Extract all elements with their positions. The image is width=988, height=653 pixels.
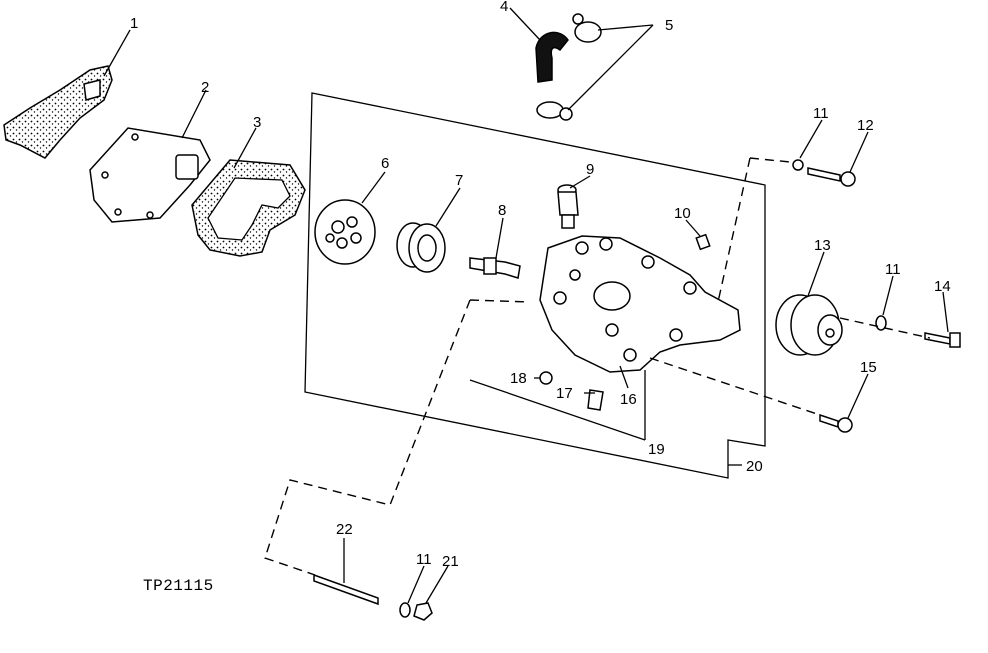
part-4-hose <box>535 31 569 83</box>
part-11-washer <box>875 315 887 331</box>
dashed-assembly-lines <box>264 157 931 576</box>
part-3-gasket <box>191 159 306 257</box>
part-22-stud <box>313 573 379 606</box>
callout-9: 9 <box>586 161 594 178</box>
part-18-plug <box>539 371 553 385</box>
callout-11a: 11 <box>813 105 829 122</box>
part-2-plate <box>89 127 211 223</box>
part-11-washer <box>792 159 804 171</box>
part-1-gasket <box>3 65 113 159</box>
figure-code: TP21115 <box>143 577 214 595</box>
callout-21: 21 <box>442 553 459 570</box>
part-11-washer <box>399 602 411 618</box>
callout-11c: 11 <box>416 551 432 568</box>
callout-13: 13 <box>814 237 831 254</box>
callout-16: 16 <box>620 391 637 408</box>
callout-12: 12 <box>857 117 874 134</box>
callout-14: 14 <box>934 278 951 295</box>
part-8-shaft <box>469 257 521 279</box>
callout-1: 1 <box>130 15 138 32</box>
callout-6: 6 <box>381 155 389 172</box>
part-7-seal <box>396 222 446 273</box>
callout-5: 5 <box>665 17 673 34</box>
part-10-plug <box>695 233 711 251</box>
part-13-pulley <box>775 294 843 356</box>
callout-15: 15 <box>860 359 877 376</box>
part-6-impeller <box>314 199 376 265</box>
callout-10: 10 <box>674 205 691 222</box>
part-5-clamps <box>536 13 602 121</box>
callout-4: 4 <box>500 0 508 15</box>
part-15-bolt <box>819 413 853 433</box>
callout-labels: 1 2 3 4 5 6 7 8 9 10 11 12 13 11 14 15 1… <box>130 0 951 570</box>
part-17-stud <box>587 389 604 411</box>
part-14-bolt <box>924 332 961 348</box>
callout-8: 8 <box>498 202 506 219</box>
part-9-fitting <box>557 184 579 229</box>
callout-2: 2 <box>201 79 209 96</box>
callout-3: 3 <box>253 114 261 131</box>
callout-7: 7 <box>455 172 463 189</box>
part-21-nut <box>413 602 433 621</box>
callout-19: 19 <box>648 441 665 458</box>
callout-20: 20 <box>746 458 763 475</box>
callout-11b: 11 <box>885 261 901 278</box>
part-12-bolt <box>807 167 856 187</box>
pump-housing <box>539 235 741 373</box>
assembly-boundary <box>304 92 766 479</box>
leader-lines <box>103 7 949 604</box>
callout-22: 22 <box>336 521 353 538</box>
callout-18: 18 <box>510 370 527 387</box>
callout-17: 17 <box>556 385 573 402</box>
